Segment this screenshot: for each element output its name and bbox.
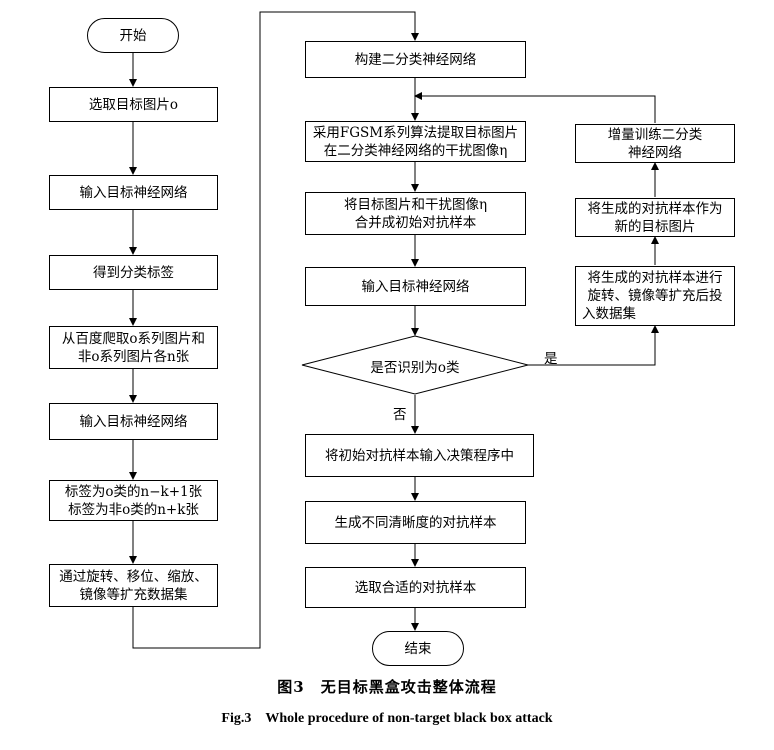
left-step-2-text: 输入目标神经网络 xyxy=(79,184,188,201)
right-step-1: 将生成的对抗样本进行 旋转、镜像等扩充后投 入数据集 xyxy=(575,266,735,326)
middle-step-3-line-2: 合并成初始对抗样本 xyxy=(354,214,477,231)
middle-step-6: 生成不同清晰度的对抗样本 xyxy=(305,501,526,544)
left-step-7-line-2: 镜像等扩充数据集 xyxy=(79,586,188,603)
left-step-6-line-2: 标签为非o类的n+k张 xyxy=(68,501,199,518)
end-label: 结束 xyxy=(404,640,432,657)
left-step-5-text: 输入目标神经网络 xyxy=(79,413,188,430)
decision-diamond xyxy=(301,335,529,395)
decision-label: 是否识别为o类 xyxy=(370,360,460,376)
left-step-2: 输入目标神经网络 xyxy=(49,175,218,210)
left-step-4-line-2: 非o系列图片各n张 xyxy=(77,348,190,365)
left-step-6-line-1: 标签为o类的n−k+1张 xyxy=(64,483,203,500)
right-step-2-line-2: 新的目标图片 xyxy=(614,218,696,235)
middle-step-7: 选取合适的对抗样本 xyxy=(305,567,526,608)
figure-caption-english: Fig.3 Whole procedure of non-target blac… xyxy=(221,711,553,726)
right-step-3: 增量训练二分类 神经网络 xyxy=(575,124,735,163)
left-step-3-text: 得到分类标签 xyxy=(93,264,174,281)
no-label: 否 xyxy=(393,407,407,423)
left-step-4: 从百度爬取o系列图片和 非o系列图片各n张 xyxy=(49,326,218,369)
figure-caption-chinese: 图3 无目标黑盒攻击整体流程 xyxy=(277,678,497,696)
connector-feedback-loop xyxy=(414,92,656,123)
start-label: 开始 xyxy=(119,27,147,44)
middle-step-6-text: 生成不同清晰度的对抗样本 xyxy=(334,514,497,531)
middle-step-2: 采用FGSM系列算法提取目标图片 在二分类神经网络的干扰图像η xyxy=(305,121,526,162)
middle-step-3: 将目标图片和干扰图像η 合并成初始对抗样本 xyxy=(305,192,526,235)
right-step-2: 将生成的对抗样本作为 新的目标图片 xyxy=(575,198,735,237)
left-step-3: 得到分类标签 xyxy=(49,255,218,290)
middle-step-4: 输入目标神经网络 xyxy=(305,267,526,306)
right-step-3-line-2: 神经网络 xyxy=(628,144,682,161)
right-step-1-line-3: 入数据集 xyxy=(582,306,636,322)
connector-left-to-middle xyxy=(132,11,419,649)
middle-step-5-text: 将初始对抗样本输入决策程序中 xyxy=(325,447,514,464)
left-step-1: 选取目标图片o xyxy=(49,87,218,122)
left-step-5: 输入目标神经网络 xyxy=(49,403,218,440)
middle-step-2-line-1: 采用FGSM系列算法提取目标图片 xyxy=(312,124,519,141)
left-step-7-line-1: 通过旋转、移位、缩放、 xyxy=(59,568,208,585)
right-step-1-line-2: 旋转、镜像等扩充后投 xyxy=(587,288,723,304)
end-terminal: 结束 xyxy=(372,631,464,666)
middle-step-2-line-2: 在二分类神经网络的干扰图像η xyxy=(323,142,508,159)
yes-label: 是 xyxy=(544,351,558,367)
left-step-1-text: 选取目标图片o xyxy=(88,96,179,113)
right-step-3-line-1: 增量训练二分类 xyxy=(607,126,703,143)
left-step-4-line-1: 从百度爬取o系列图片和 xyxy=(61,330,206,347)
right-step-2-line-1: 将生成的对抗样本作为 xyxy=(587,200,723,217)
left-step-6: 标签为o类的n−k+1张 标签为非o类的n+k张 xyxy=(49,480,218,521)
start-terminal: 开始 xyxy=(87,18,179,53)
middle-step-1-text: 构建二分类神经网络 xyxy=(354,51,477,68)
middle-step-7-text: 选取合适的对抗样本 xyxy=(354,579,477,596)
middle-step-5: 将初始对抗样本输入决策程序中 xyxy=(305,434,534,477)
middle-step-4-text: 输入目标神经网络 xyxy=(361,278,470,295)
right-step-1-line-1: 将生成的对抗样本进行 xyxy=(587,270,723,286)
middle-step-1: 构建二分类神经网络 xyxy=(305,41,526,78)
middle-step-3-line-1: 将目标图片和干扰图像η xyxy=(343,196,488,213)
connector-yes-branch xyxy=(528,325,659,366)
left-step-7: 通过旋转、移位、缩放、 镜像等扩充数据集 xyxy=(49,564,218,607)
